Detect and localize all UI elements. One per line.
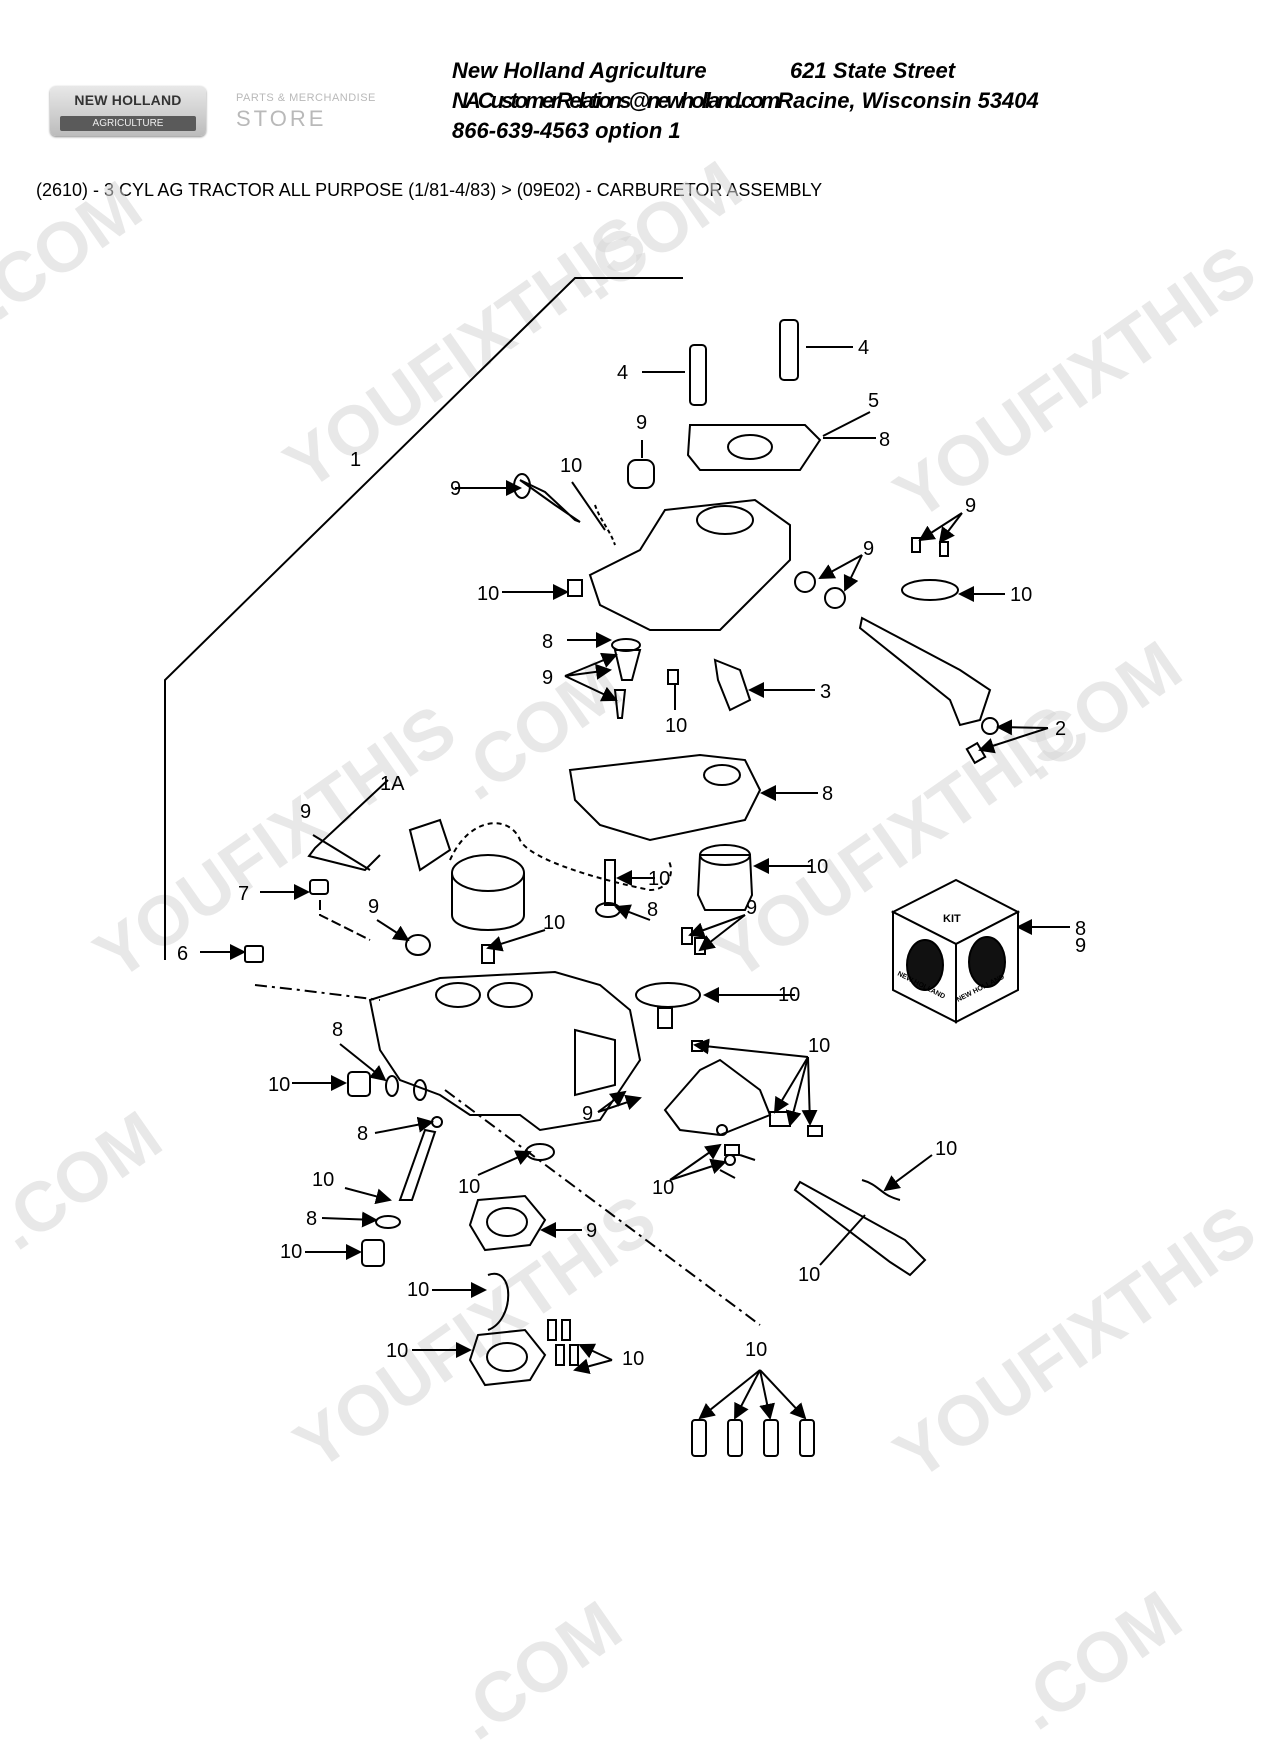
city-address: Racine, Wisconsin 53404 bbox=[777, 88, 1039, 113]
phone-number: 866-639-4563 option 1 bbox=[452, 118, 681, 143]
spring-part bbox=[487, 1272, 510, 1331]
callout-10: 10 bbox=[458, 1176, 480, 1198]
carburetor-body bbox=[368, 970, 642, 1132]
stud-part bbox=[779, 319, 799, 381]
callout-1a: 1A bbox=[380, 773, 405, 795]
callout-10: 10 bbox=[386, 1340, 408, 1362]
store-line2: STORE bbox=[236, 106, 327, 131]
store-line1: PARTS & MERCHANDISE bbox=[236, 92, 376, 104]
email-address[interactable]: NACustomerRelations@newholland.com bbox=[452, 88, 780, 113]
callout-8: 8 bbox=[879, 429, 890, 451]
callout-4: 4 bbox=[617, 362, 628, 384]
callout-9: 9 bbox=[450, 478, 461, 500]
breadcrumb: (2610) - 3 CYL AG TRACTOR ALL PURPOSE (1… bbox=[36, 180, 823, 200]
callout-9: 9 bbox=[300, 801, 311, 823]
logo-sub-text: AGRICULTURE bbox=[60, 116, 196, 131]
callout-10: 10 bbox=[798, 1264, 820, 1286]
callout-10: 10 bbox=[1010, 584, 1032, 606]
callout-8: 8 bbox=[306, 1208, 317, 1230]
callout-9: 9 bbox=[368, 896, 379, 918]
callout-10: 10 bbox=[935, 1138, 957, 1160]
callout-3: 3 bbox=[820, 681, 831, 703]
callout-10: 10 bbox=[806, 856, 828, 878]
callout-8: 8 bbox=[332, 1019, 343, 1041]
kit-label: KIT bbox=[943, 913, 961, 925]
callout-5: 5 bbox=[868, 390, 879, 412]
callout-10: 10 bbox=[280, 1241, 302, 1263]
choke-shaft bbox=[793, 1180, 927, 1277]
callout-9: 9 bbox=[586, 1220, 597, 1242]
callout-9: 9 bbox=[863, 538, 874, 560]
gasket-part bbox=[686, 424, 822, 471]
choke-plate bbox=[635, 982, 701, 1008]
callout-1: 1 bbox=[350, 449, 361, 471]
callout-9: 9 bbox=[965, 495, 976, 517]
callout-10: 10 bbox=[312, 1169, 334, 1191]
callout-10: 10 bbox=[560, 455, 582, 477]
float-arm bbox=[408, 818, 452, 872]
idle-needle bbox=[398, 1128, 437, 1201]
throttle-body-part bbox=[588, 498, 791, 631]
callout-4: 4 bbox=[858, 337, 869, 359]
bowl-gasket bbox=[568, 753, 762, 842]
stud-part bbox=[689, 344, 707, 406]
callout-10: 10 bbox=[268, 1074, 290, 1096]
callout-10: 10 bbox=[665, 715, 687, 737]
street-address: 621 State Street bbox=[790, 58, 956, 83]
callout-10: 10 bbox=[808, 1035, 830, 1057]
callout-9: 9 bbox=[746, 897, 757, 919]
contact-line: NACustomerRelations@newholland.comRacine… bbox=[452, 88, 1039, 114]
callout-8-9-second: 9 bbox=[1075, 935, 1086, 957]
callout-2: 2 bbox=[1055, 718, 1066, 740]
callout-9: 9 bbox=[542, 667, 553, 689]
store-label: PARTS & MERCHANDISE STORE bbox=[236, 92, 376, 132]
callout-8-9: 8 bbox=[1075, 918, 1086, 940]
float-valve-seat bbox=[627, 459, 655, 489]
callout-10: 10 bbox=[622, 1348, 644, 1370]
callout-7: 7 bbox=[238, 883, 249, 905]
carburetor-exploded-diagram: 1 1A 2 3 4 4 5 6 7 8 8 8 8 8 8 8 9 9 9 9… bbox=[164, 277, 1086, 1457]
callout-6: 6 bbox=[177, 943, 188, 965]
company-name: New Holland Agriculture bbox=[452, 58, 707, 83]
callout-8: 8 bbox=[822, 783, 833, 805]
callout-8: 8 bbox=[647, 899, 658, 921]
callout-10: 10 bbox=[477, 583, 499, 605]
callout-8: 8 bbox=[542, 631, 553, 653]
pump-cover bbox=[468, 1194, 547, 1252]
jet-fitting bbox=[696, 854, 754, 911]
float-part bbox=[451, 854, 525, 892]
callout-10: 10 bbox=[652, 1177, 674, 1199]
throttle-shaft bbox=[858, 616, 992, 727]
callout-9: 9 bbox=[582, 1103, 593, 1125]
callout-10: 10 bbox=[543, 912, 565, 934]
logo-brand-text: NEW HOLLAND bbox=[74, 92, 182, 108]
callout-10: 10 bbox=[407, 1279, 429, 1301]
new-holland-logo: NEW HOLLAND AGRICULTURE bbox=[50, 86, 206, 136]
callout-10: 10 bbox=[745, 1339, 767, 1361]
kit-box bbox=[890, 878, 1021, 1024]
callout-9: 9 bbox=[636, 412, 647, 434]
callout-10: 10 bbox=[778, 984, 800, 1006]
choke-lever bbox=[663, 1058, 772, 1137]
callout-10: 10 bbox=[648, 868, 670, 890]
callout-8: 8 bbox=[357, 1123, 368, 1145]
throttle-plate bbox=[901, 579, 959, 601]
